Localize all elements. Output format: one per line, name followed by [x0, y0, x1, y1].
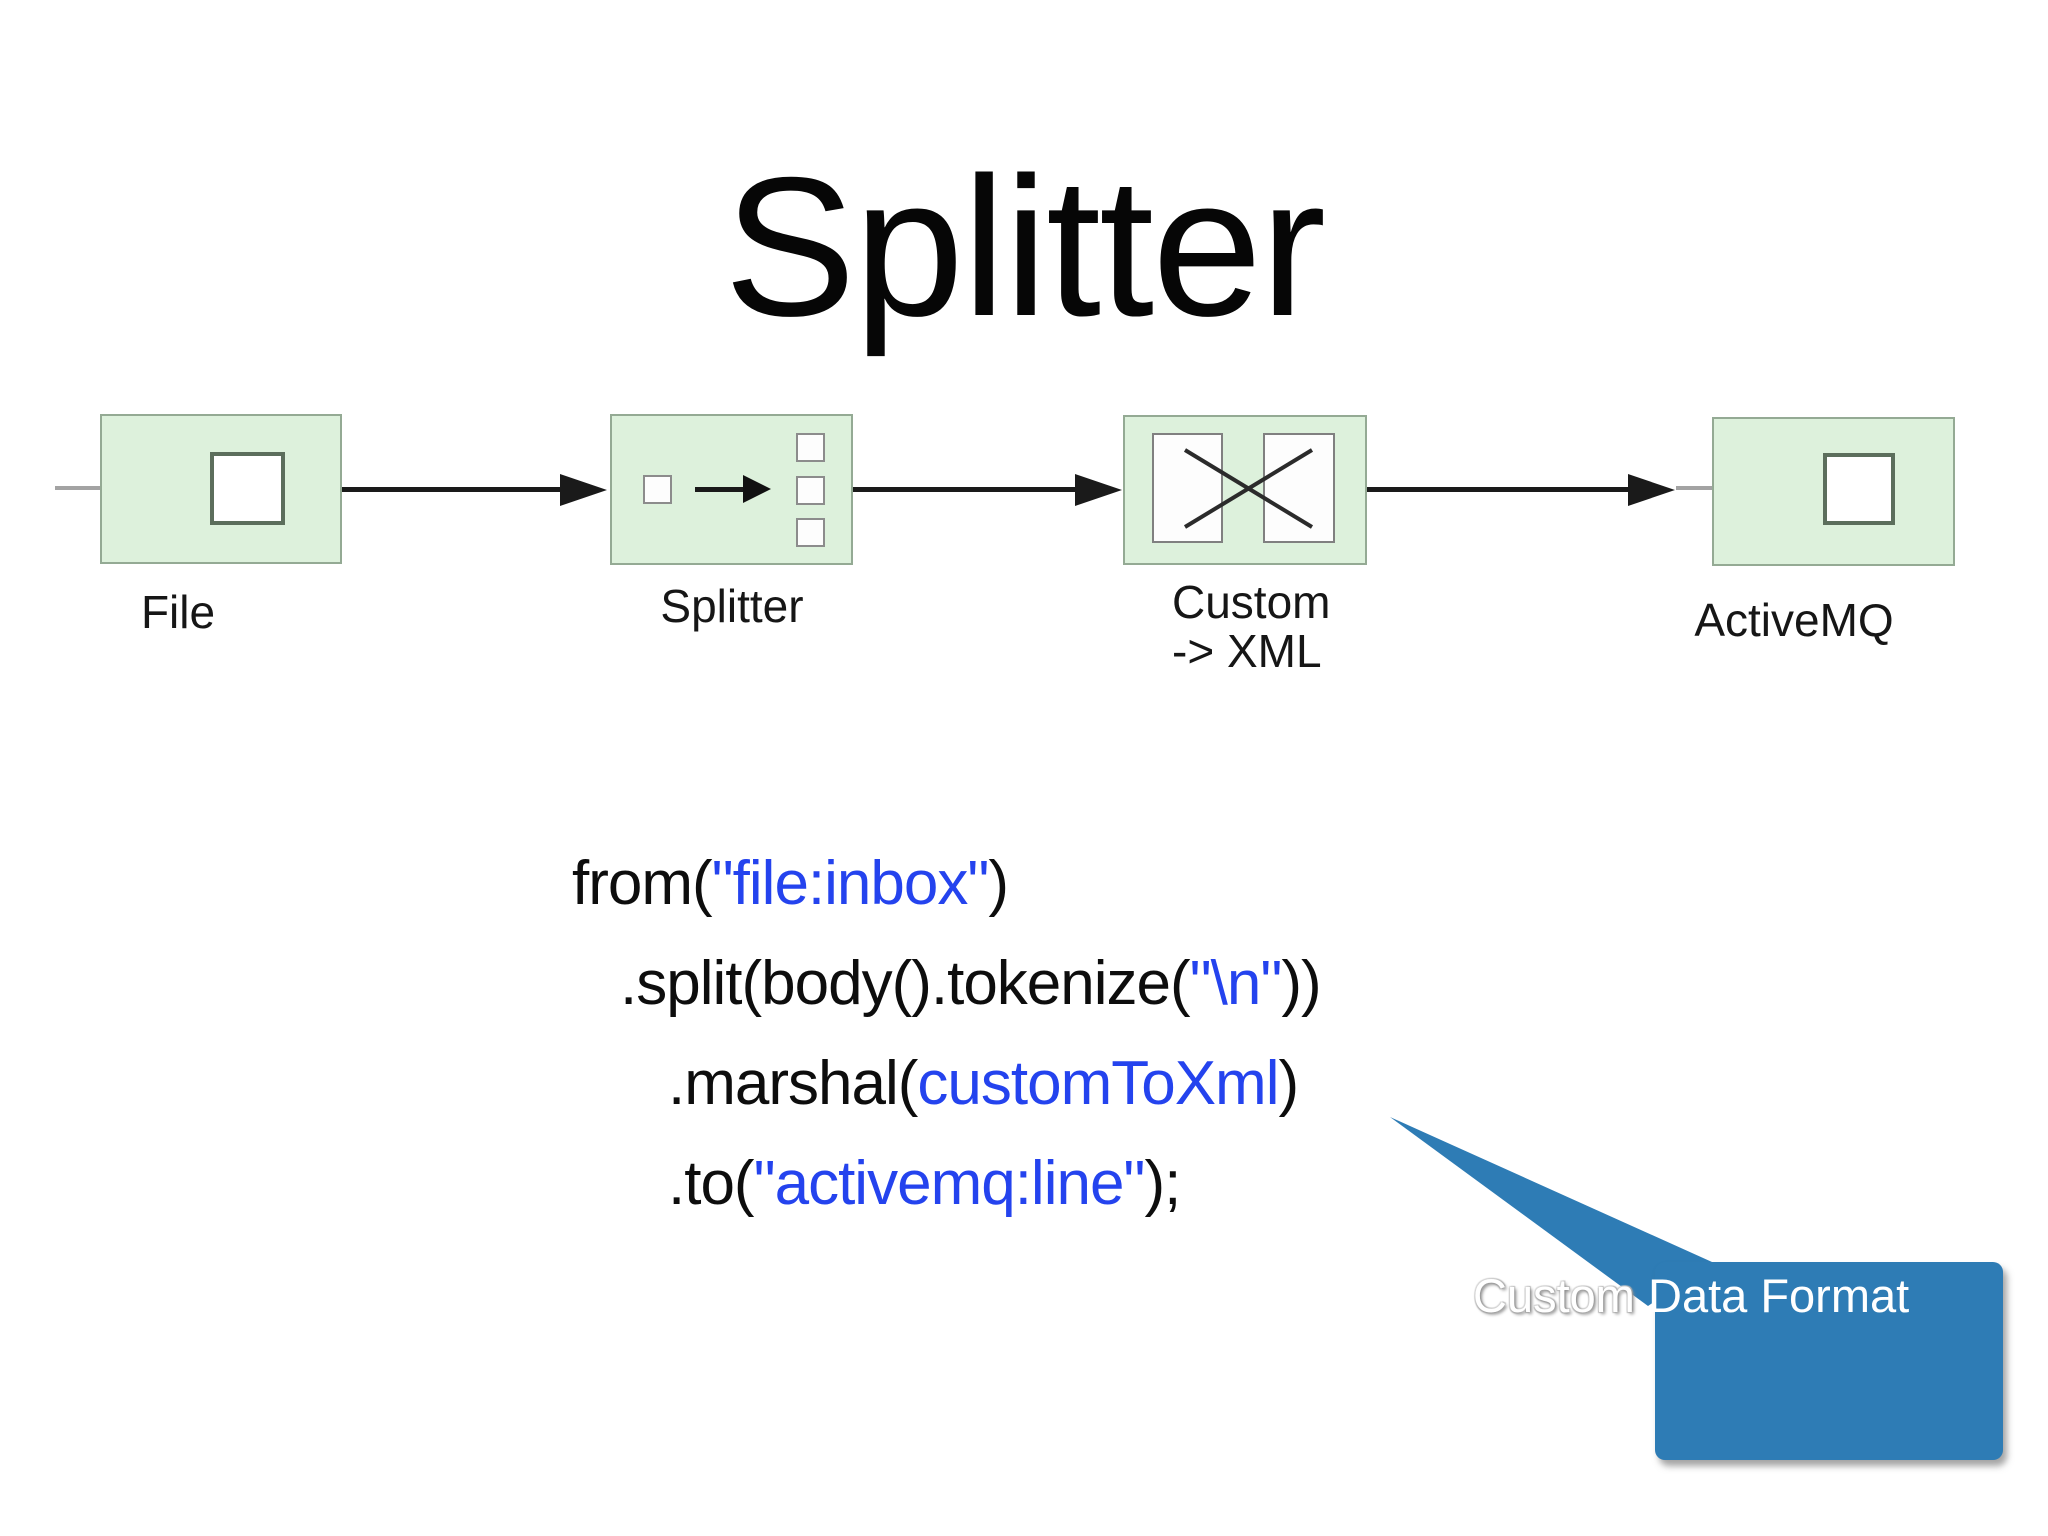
- arrow-file-splitter-head-icon: [560, 474, 607, 506]
- code-segment-literal: "\n": [1189, 949, 1283, 1018]
- arrow-splitter-custom-line: [853, 487, 1077, 492]
- callout-tail: [1390, 1117, 1712, 1306]
- file-message-square-icon: [210, 452, 285, 525]
- code-block: from("file:inbox") .split(body().tokenize…: [572, 853, 1322, 1215]
- page-title: Splitter: [723, 136, 1326, 357]
- node-label-custom-line2: -> XML: [1172, 624, 1322, 677]
- callout-tail-shape: [1390, 1117, 1712, 1306]
- code-segment-plain: ): [1278, 1049, 1299, 1118]
- code-segment-plain: ): [988, 849, 1009, 918]
- node-label-file: File: [140, 586, 216, 638]
- callout-label: Custom Data Format: [1473, 1270, 1909, 1322]
- callout-box: [1655, 1262, 2003, 1460]
- code-segment-plain: .split(body().tokenize(: [620, 949, 1191, 1018]
- custom-x-marks-icon: [1183, 448, 1314, 529]
- splitter-output-square-2-icon: [796, 476, 825, 505]
- splitter-output-square-1-icon: [796, 433, 825, 462]
- splitter-output-square-3-icon: [796, 518, 825, 547]
- arrow-custom-activemq-head-icon: [1628, 474, 1675, 506]
- code-line-3: .marshal(customToXml): [668, 1053, 1299, 1115]
- custom-right-pane-icon: [1263, 433, 1335, 543]
- activemq-message-square-icon: [1823, 453, 1895, 525]
- callout-ghost-word: Custom: [1473, 1269, 1635, 1322]
- callout-label-text: Data Format: [1648, 1269, 1910, 1322]
- node-label-splitter: Splitter: [660, 580, 804, 632]
- code-segment-plain: .marshal(: [668, 1049, 918, 1118]
- arrow-custom-activemq-line: [1367, 487, 1635, 492]
- arrow-splitter-custom-head-icon: [1075, 474, 1122, 506]
- splitter-input-square-icon: [643, 475, 672, 504]
- code-line-1: from("file:inbox"): [572, 853, 1009, 915]
- code-segment-plain: .to(: [668, 1149, 755, 1218]
- code-segment-literal: customToXml: [917, 1049, 1279, 1118]
- code-segment-plain: );: [1144, 1149, 1181, 1218]
- node-label-custom: Custom -> XML: [1172, 578, 1330, 676]
- code-segment-plain: from(: [572, 849, 713, 918]
- node-label-activemq: ActiveMQ: [1694, 594, 1894, 646]
- splitter-inner-arrow-line: [695, 487, 745, 492]
- code-line-4: .to("activemq:line");: [668, 1153, 1181, 1215]
- node-label-custom-line1: Custom: [1172, 576, 1331, 628]
- code-line-2: .split(body().tokenize("\n")): [620, 953, 1322, 1015]
- code-segment-plain: )): [1281, 949, 1321, 1018]
- eip-diagram: File Splitter Custom -> XML ActiveMQ: [0, 0, 2048, 720]
- code-segment-literal: "file:inbox": [711, 849, 990, 918]
- code-segment-literal: "activemq:line": [753, 1149, 1146, 1218]
- splitter-inner-arrowhead-icon: [743, 475, 771, 503]
- arrow-file-splitter-line: [342, 487, 562, 492]
